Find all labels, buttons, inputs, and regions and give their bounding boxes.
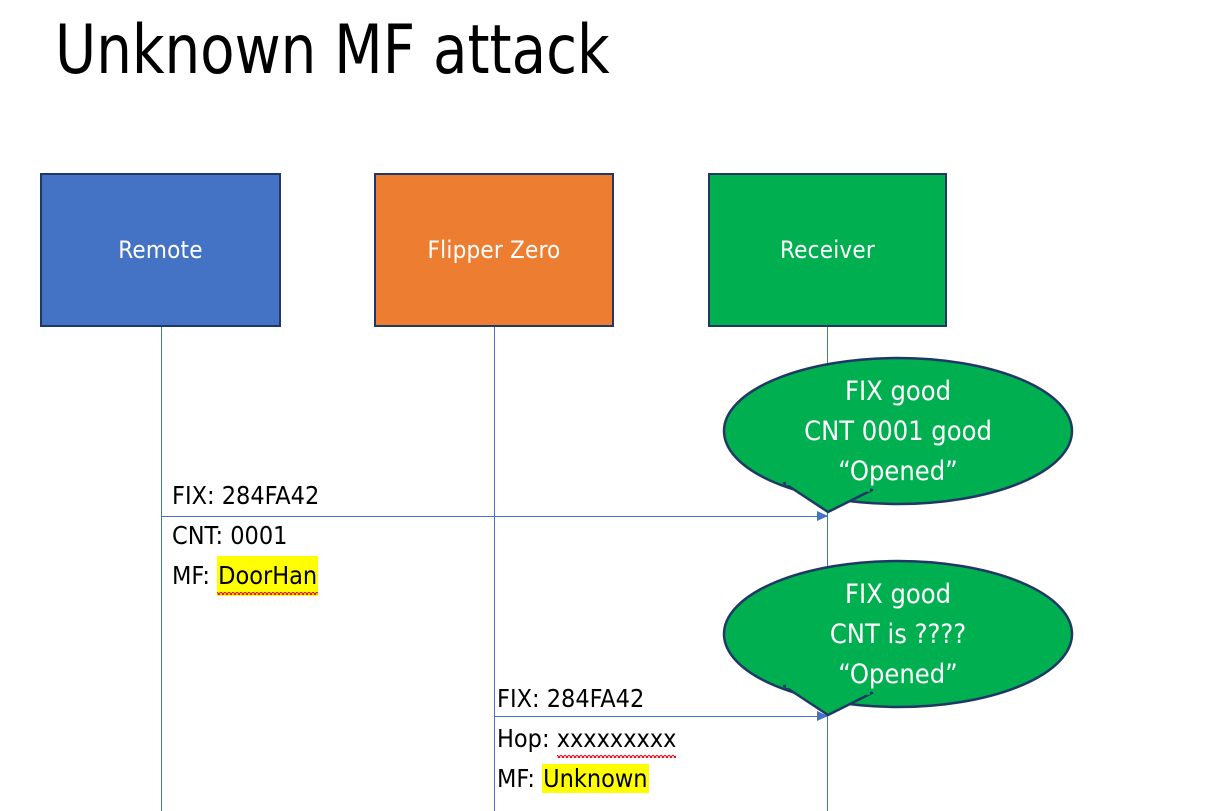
- arrowhead-icon: [817, 711, 828, 721]
- actor-label-remote: Remote: [118, 236, 203, 264]
- lifeline-remote: [160, 327, 163, 811]
- message-line-label: Hop:: [497, 724, 557, 753]
- message-line-value: xxxxxxxxx: [556, 719, 676, 759]
- message-arrow-remote-to-receiver: [161, 511, 828, 521]
- actor-box-receiver[interactable]: Receiver: [708, 173, 947, 327]
- page-title: Unknown MF attack: [55, 11, 610, 90]
- message-line-value: 284FA42: [221, 481, 320, 510]
- message-line-label: FIX:: [172, 481, 222, 510]
- actor-box-remote[interactable]: Remote: [40, 173, 281, 327]
- message-line-value: 0001: [230, 521, 288, 550]
- callout-bubble-legit: FIX good CNT 0001 good “Opened”: [722, 356, 1074, 518]
- message-line: Hop: xxxxxxxxx: [497, 719, 676, 759]
- arrowhead-icon: [817, 511, 828, 521]
- message-line-label: MF:: [172, 561, 218, 590]
- message-line-value: 284FA42: [546, 684, 645, 713]
- callout-bubble-attack: FIX good CNT is ???? “Opened”: [722, 559, 1074, 721]
- actor-label-flipper-zero: Flipper Zero: [427, 236, 561, 264]
- actor-box-flipper-zero[interactable]: Flipper Zero: [374, 173, 614, 327]
- message-line: FIX: 284FA42: [172, 476, 319, 516]
- message-line: FIX: 284FA42: [497, 679, 676, 719]
- callout-shape: [722, 559, 1074, 717]
- message-line-value-highlighted: Unknown: [542, 764, 649, 793]
- message-line-label: MF:: [497, 764, 543, 793]
- message-line-label: CNT:: [172, 521, 231, 550]
- message-line-value-highlighted: DoorHan: [217, 556, 319, 596]
- message-line: MF: Unknown: [497, 759, 676, 799]
- message-label-remote-to-receiver: FIX: 284FA42 CNT: 0001 MF: DoorHan: [172, 476, 319, 596]
- message-line: MF: DoorHan: [172, 556, 319, 596]
- message-arrow-flipper-to-receiver: [494, 711, 828, 721]
- message-line-label: FIX:: [497, 684, 547, 713]
- callout-shape: [722, 356, 1074, 514]
- actor-label-receiver: Receiver: [780, 236, 875, 264]
- message-line: CNT: 0001: [172, 516, 319, 556]
- lifeline-flipper: [493, 327, 496, 811]
- message-label-flipper-to-receiver: FIX: 284FA42 Hop: xxxxxxxxx MF: Unknown: [497, 679, 676, 799]
